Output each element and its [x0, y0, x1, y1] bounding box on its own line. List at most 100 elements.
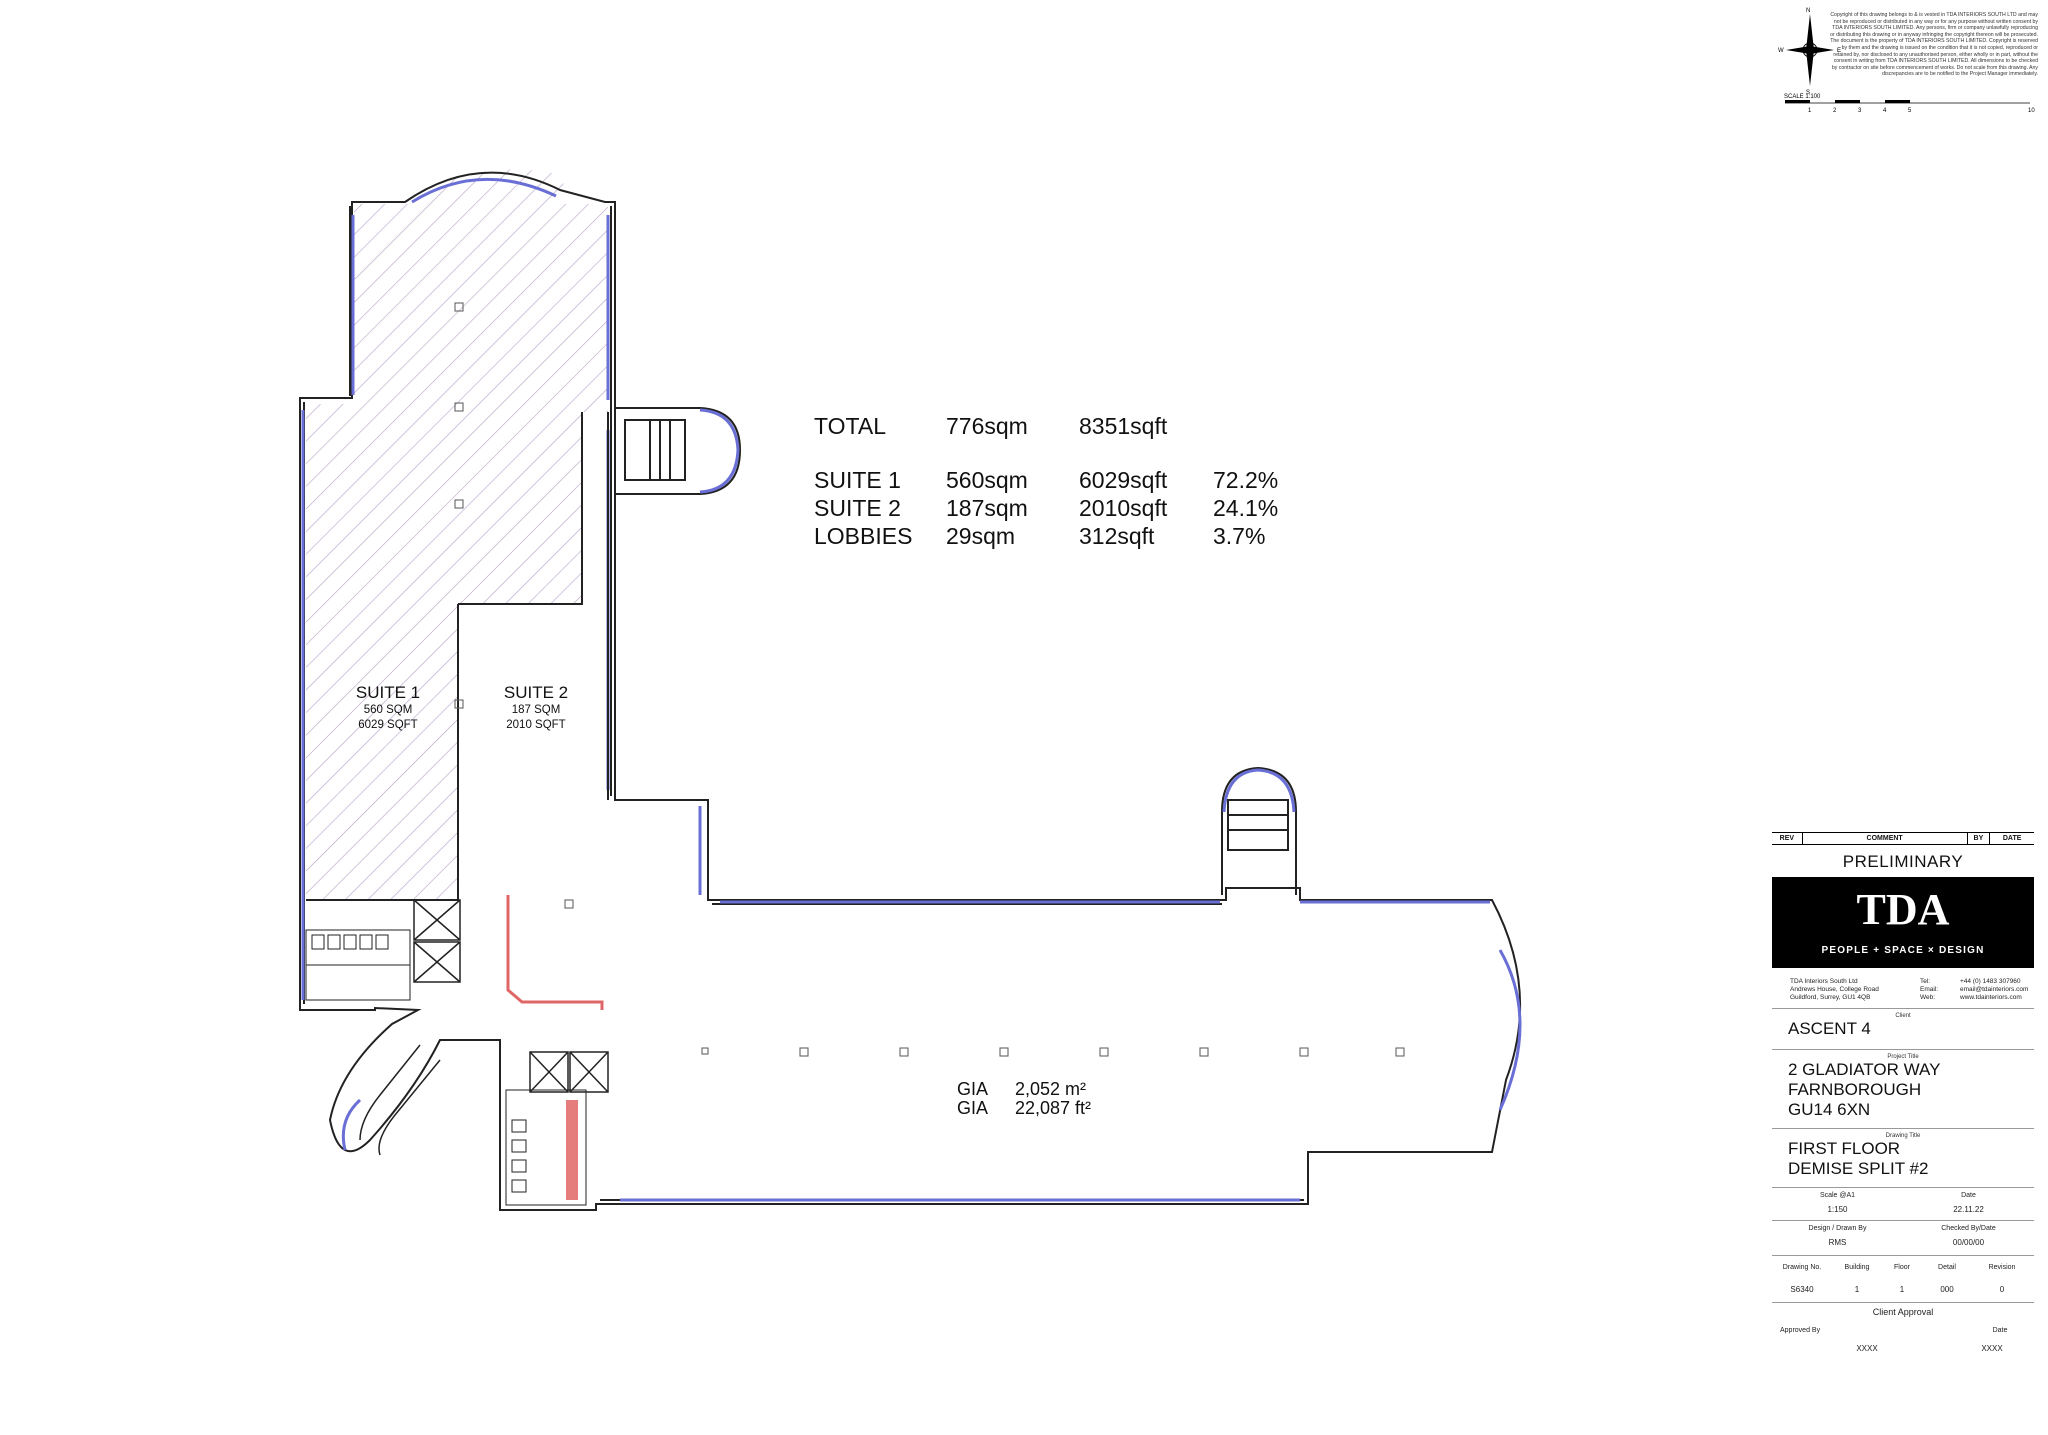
area-pct: 3.7%	[1213, 523, 1266, 549]
logo-text: TDA	[1856, 885, 1950, 934]
scale-tick-label: 1	[1808, 108, 1812, 114]
revision-caption: Revision	[1988, 1264, 2016, 1271]
svg-text:W: W	[1778, 48, 1784, 54]
project-caption: Project Title	[1887, 1054, 1919, 1060]
scale-bar: SCALE 1:100 1 2 3 4 5 10	[1784, 94, 2035, 114]
revision-value: 0	[1999, 1285, 2005, 1294]
project-line: FARNBOROUGH	[1788, 1080, 1922, 1099]
copyright-note: Copyright of this drawing belongs to & i…	[1830, 12, 2038, 78]
approved-by-value: XXXX	[1856, 1344, 1878, 1353]
toilets-lower	[505, 1089, 587, 1206]
svg-text:SCALE 1:100: SCALE 1:100	[1784, 94, 1821, 100]
scale-tick-label: 5	[1908, 108, 1912, 114]
area-label: TOTAL	[814, 413, 886, 439]
revision-header: REV COMMENT BY DATE	[1772, 832, 2034, 845]
contact-label: Web:	[1920, 994, 1936, 1001]
area-schedule: TOTAL 776sqm 8351sqft SUITE 1 560sqm 602…	[814, 412, 1293, 550]
area-pct: 72.2%	[1213, 467, 1279, 493]
contact-value: www.tdainteriors.com	[1960, 994, 2022, 1001]
status-label: PRELIMINARY	[1842, 852, 1964, 871]
building-caption: Building	[1844, 1264, 1870, 1271]
gia-metric: 2,052 m²	[1015, 1079, 1087, 1099]
lifts	[413, 899, 609, 1093]
floor-caption: Floor	[1894, 1264, 1910, 1271]
area-total-row: TOTAL 776sqm 8351sqft	[814, 412, 1293, 440]
date-value: 22.11.22	[1953, 1205, 1984, 1214]
gia-key: GIA	[957, 1098, 989, 1118]
suite-2-label: SUITE 2 187 SQM 2010 SQFT	[476, 683, 596, 733]
contact-value: email@tdainteriors.com	[1960, 986, 2029, 993]
logo-tagline: PEOPLE + SPACE × DESIGN	[1821, 945, 1985, 956]
area-label: LOBBIES	[814, 523, 913, 549]
scale-value: 1:150	[1827, 1205, 1848, 1214]
project-line: 2 GLADIATOR WAY	[1788, 1060, 1941, 1079]
company-logo: TDA PEOPLE + SPACE × DESIGN	[1772, 877, 2034, 968]
drawing-no-caption: Drawing No.	[1782, 1264, 1822, 1271]
suite-2-name: SUITE 2	[503, 683, 569, 702]
contact-label: Tel:	[1920, 978, 1931, 985]
area-sqm: 560sqm	[946, 467, 1028, 493]
area-label: SUITE 1	[814, 467, 901, 493]
suite-1-name: SUITE 1	[355, 683, 421, 702]
scale-tick-label: 10	[2028, 108, 2035, 114]
staircase-lower-left	[341, 1044, 441, 1156]
comment-col: COMMENT	[1803, 833, 1968, 844]
area-row: SUITE 2 187sqm 2010sqft 24.1%	[814, 494, 1293, 522]
area-sqm: 29sqm	[946, 523, 1016, 549]
area-pct: 24.1%	[1213, 495, 1279, 521]
svg-text:E: E	[1837, 48, 1841, 54]
date-caption: Date	[1961, 1192, 1976, 1199]
toilets-left	[305, 929, 411, 1001]
drawing-no-value: S6340	[1790, 1285, 1814, 1294]
scale-caption: Scale @A1	[1819, 1192, 1856, 1199]
drawing-line: FIRST FLOOR	[1788, 1139, 1901, 1158]
checked-value: 00/00/00	[1952, 1238, 1985, 1247]
company-line: Guildford, Surrey, GU1 4QB	[1790, 994, 1871, 1001]
area-sqm: 776sqm	[946, 413, 1028, 439]
project-line: GU14 6XN	[1788, 1100, 1871, 1119]
rev-col: REV	[1772, 833, 1803, 844]
staircase-right	[1221, 766, 1297, 895]
gia-key: GIA	[957, 1079, 989, 1099]
approved-date-value: XXXX	[1981, 1344, 2003, 1353]
area-row: LOBBIES 29sqm 312sqft 3.7%	[814, 522, 1293, 550]
drawing-caption: Drawing Title	[1885, 1133, 1921, 1139]
north-arrow: N W E S	[1778, 8, 1841, 96]
company-contact: TDA Interiors South Ltd Andrews House, C…	[1772, 978, 2034, 1002]
contact-label: Email:	[1920, 986, 1939, 993]
north-label: N	[1806, 8, 1810, 14]
date-col: DATE	[2002, 835, 2022, 842]
approved-date-caption: Date	[1992, 1327, 2008, 1334]
detail-value: 000	[1940, 1285, 1954, 1294]
area-sqft: 2010sqft	[1079, 495, 1168, 521]
staircase-upper	[615, 407, 742, 495]
svg-text:S: S	[1806, 90, 1810, 96]
client-name: ASCENT 4	[1788, 1019, 1871, 1038]
suite-2-sqm: 187 SQM	[511, 704, 561, 716]
gia-imperial: 22,087 ft²	[1015, 1098, 1092, 1118]
area-sqft: 312sqft	[1079, 523, 1155, 549]
area-row: SUITE 1 560sqm 6029sqft 72.2%	[814, 466, 1293, 494]
suite-2-sqft: 2010 SQFT	[506, 719, 566, 731]
design-value: RMS	[1828, 1238, 1847, 1247]
floor-value: 1	[1899, 1285, 1905, 1294]
scale-tick-label: 3	[1858, 108, 1862, 114]
drawing-info: Scale @A1 Date 1:150 22.11.22 Design / D…	[1772, 1192, 2034, 1353]
area-sqft: 8351sqft	[1079, 413, 1168, 439]
approved-by-caption: Approved By	[1780, 1327, 1821, 1334]
suite-1-sqm: 560 SQM	[363, 704, 413, 716]
design-caption: Design / Drawn By	[1808, 1225, 1867, 1232]
client-caption: Client	[1895, 1013, 1911, 1019]
scale-tick-label: 4	[1883, 108, 1887, 114]
by-col: BY	[1968, 833, 1991, 844]
detail-caption: Detail	[1938, 1264, 1956, 1271]
drawing-line: DEMISE SPLIT #2	[1788, 1159, 1929, 1178]
building-value: 1	[1854, 1285, 1860, 1294]
suite-1-sqft: 6029 SQFT	[358, 719, 418, 731]
client-approval-caption: Client Approval	[1872, 1307, 1934, 1317]
gia-label: GIA 2,052 m² GIA 22,087 ft²	[957, 1080, 1091, 1118]
scale-tick-label: 2	[1833, 108, 1837, 114]
area-sqm: 187sqm	[946, 495, 1028, 521]
columns	[454, 302, 1405, 1057]
